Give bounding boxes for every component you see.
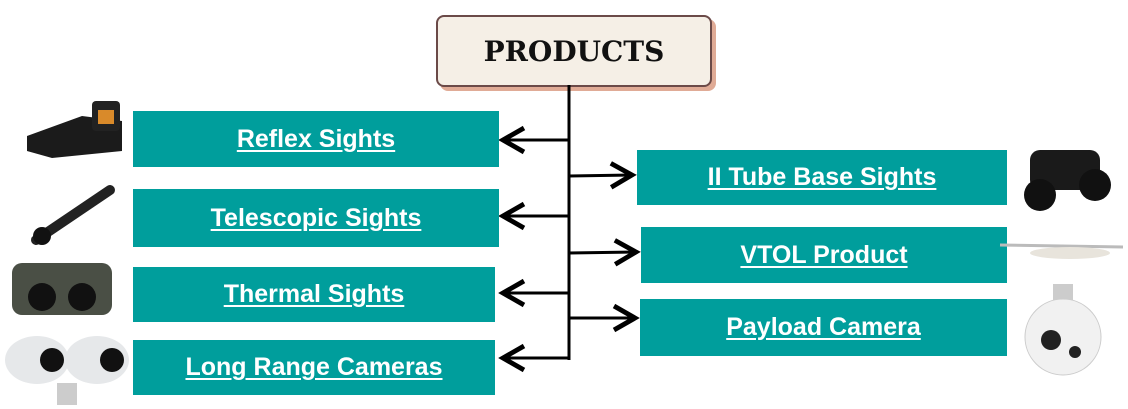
vtol-drone-image bbox=[999, 243, 1124, 259]
vtol-product-link[interactable]: VTOL Product bbox=[641, 227, 1007, 283]
ii-tube-base-sights-link[interactable]: II Tube Base Sights bbox=[637, 150, 1007, 205]
gimbal-camera-image bbox=[1024, 284, 1102, 376]
products-root-node: PRODUCTS bbox=[436, 15, 712, 87]
reflex-sight-image bbox=[27, 101, 122, 158]
thermal-binocular-image bbox=[12, 263, 112, 315]
thermal-sights-link[interactable]: Thermal Sights bbox=[133, 267, 495, 322]
arrow-vtol bbox=[568, 238, 641, 267]
arrow-ii-tube bbox=[568, 161, 637, 190]
telescopic-sights-link[interactable]: Telescopic Sights bbox=[133, 189, 499, 247]
root-label: PRODUCTS bbox=[483, 34, 665, 68]
rifle-scope-image bbox=[31, 185, 115, 245]
surveillance-camera-image bbox=[5, 336, 129, 405]
payload-camera-link[interactable]: Payload Camera bbox=[640, 299, 1007, 356]
night-vision-goggles-image bbox=[1024, 150, 1111, 211]
long-range-cameras-link[interactable]: Long Range Cameras bbox=[133, 340, 495, 395]
reflex-sights-link[interactable]: Reflex Sights bbox=[133, 111, 499, 167]
